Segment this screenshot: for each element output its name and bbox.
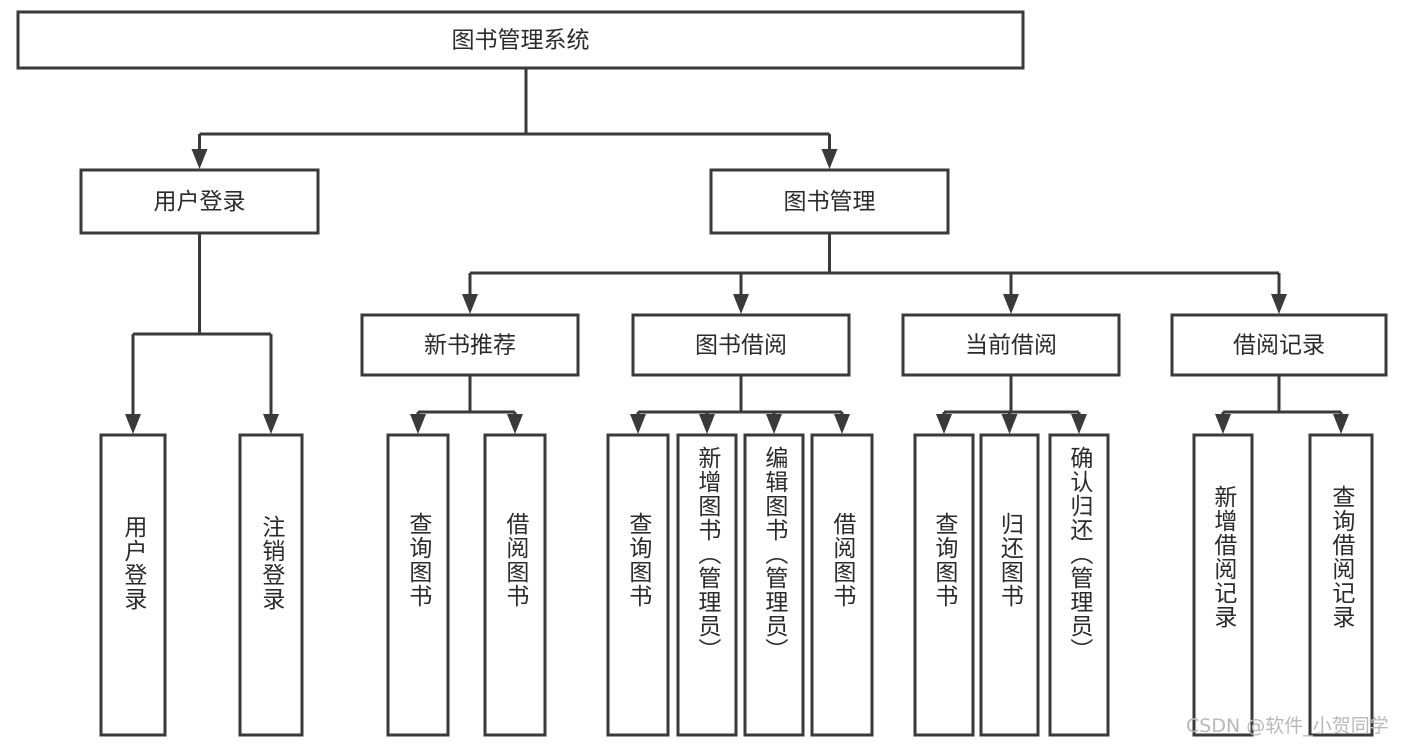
node-leaf-logout-login-box[interactable] [238,433,304,737]
node-leaf-add-borrow-record-box[interactable] [1192,433,1254,737]
arrow-head-icon [821,149,838,169]
node-leaf-user-login-box[interactable] [99,433,167,737]
arrow-head-icon [191,149,208,169]
boxes-layer [16,10,1388,737]
node-book-borrow-label: 图书借阅 [695,333,787,359]
node-leaf-query-book-2-box[interactable] [606,433,670,737]
node-book-manage-box[interactable] [709,168,950,235]
node-root-label: 图书管理系统 [452,28,590,54]
node-leaf-edit-book-admin-box[interactable] [743,433,805,737]
node-new-book-recommend-box[interactable] [360,313,580,377]
node-leaf-confirm-return-admin-box[interactable] [1048,433,1110,737]
node-user-login-box[interactable] [79,168,320,235]
arrow-head-icon [507,414,523,434]
node-borrow-record-label: 借阅记录 [1233,333,1325,359]
node-new-book-recommend-label: 新书推荐 [424,333,516,359]
arrow-head-icon [125,414,141,434]
node-root-box[interactable] [16,10,1025,70]
node-book-borrow-box[interactable] [631,313,851,377]
arrow-head-icon [834,414,850,434]
arrow-head-icon [936,414,952,434]
watermark-text: CSDN @软件_小贺同学 [1186,715,1389,737]
arrow-head-icon [1003,294,1019,314]
arrow-head-icon [1071,414,1087,434]
node-leaf-return-book-box[interactable] [979,433,1040,737]
node-leaf-query-borrow-record-box[interactable] [1308,433,1374,737]
node-leaf-query-book-1-box[interactable] [386,433,450,737]
arrow-head-icon [462,294,478,314]
node-current-borrow-box[interactable] [901,313,1121,377]
node-leaf-borrow-book-1-box[interactable] [483,433,547,737]
node-leaf-borrow-book-2-box[interactable] [810,433,874,737]
node-current-borrow-label: 当前借阅 [965,333,1057,359]
arrow-head-icon [410,414,426,434]
arrow-head-icon [630,414,646,434]
arrow-head-icon [263,414,279,434]
node-user-login-label: 用户登录 [154,189,246,215]
arrow-head-icon [1001,414,1018,434]
arrow-head-icon [1333,414,1349,434]
node-borrow-record-box[interactable] [1170,313,1388,377]
connectors-layer [125,68,1349,434]
arrow-head-icon [1271,294,1287,314]
arrow-head-icon [1215,414,1231,434]
node-book-manage-label: 图书管理 [784,189,876,215]
arrow-head-icon [733,294,749,314]
node-leaf-query-book-3-box[interactable] [913,433,975,737]
arrow-head-icon [766,414,782,434]
arrow-head-icon [699,414,715,434]
node-leaf-add-book-admin-box[interactable] [676,433,738,737]
